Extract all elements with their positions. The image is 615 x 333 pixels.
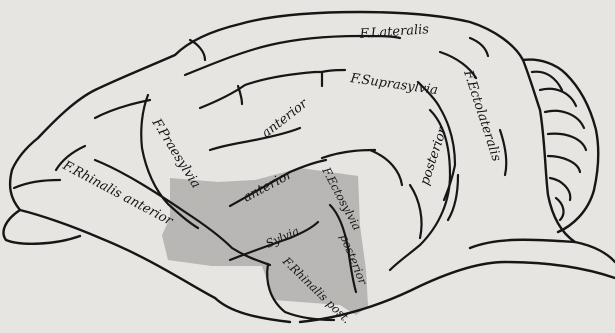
ectosylvian-posterior xyxy=(410,185,422,238)
label-suprasylvia: F.Suprasylvia xyxy=(348,71,438,98)
suprasylvian-lower-branch xyxy=(210,128,300,150)
label-anterior-upper: anterior xyxy=(259,96,311,141)
rhinal-sulcus-olfactory xyxy=(14,180,60,188)
label-posterior-right: posterior xyxy=(418,125,451,188)
cerebellum xyxy=(523,60,598,232)
label-ectolateralis: F.Ectolateralis xyxy=(460,68,504,164)
label-lateralis: F.Lateralis xyxy=(358,22,430,42)
